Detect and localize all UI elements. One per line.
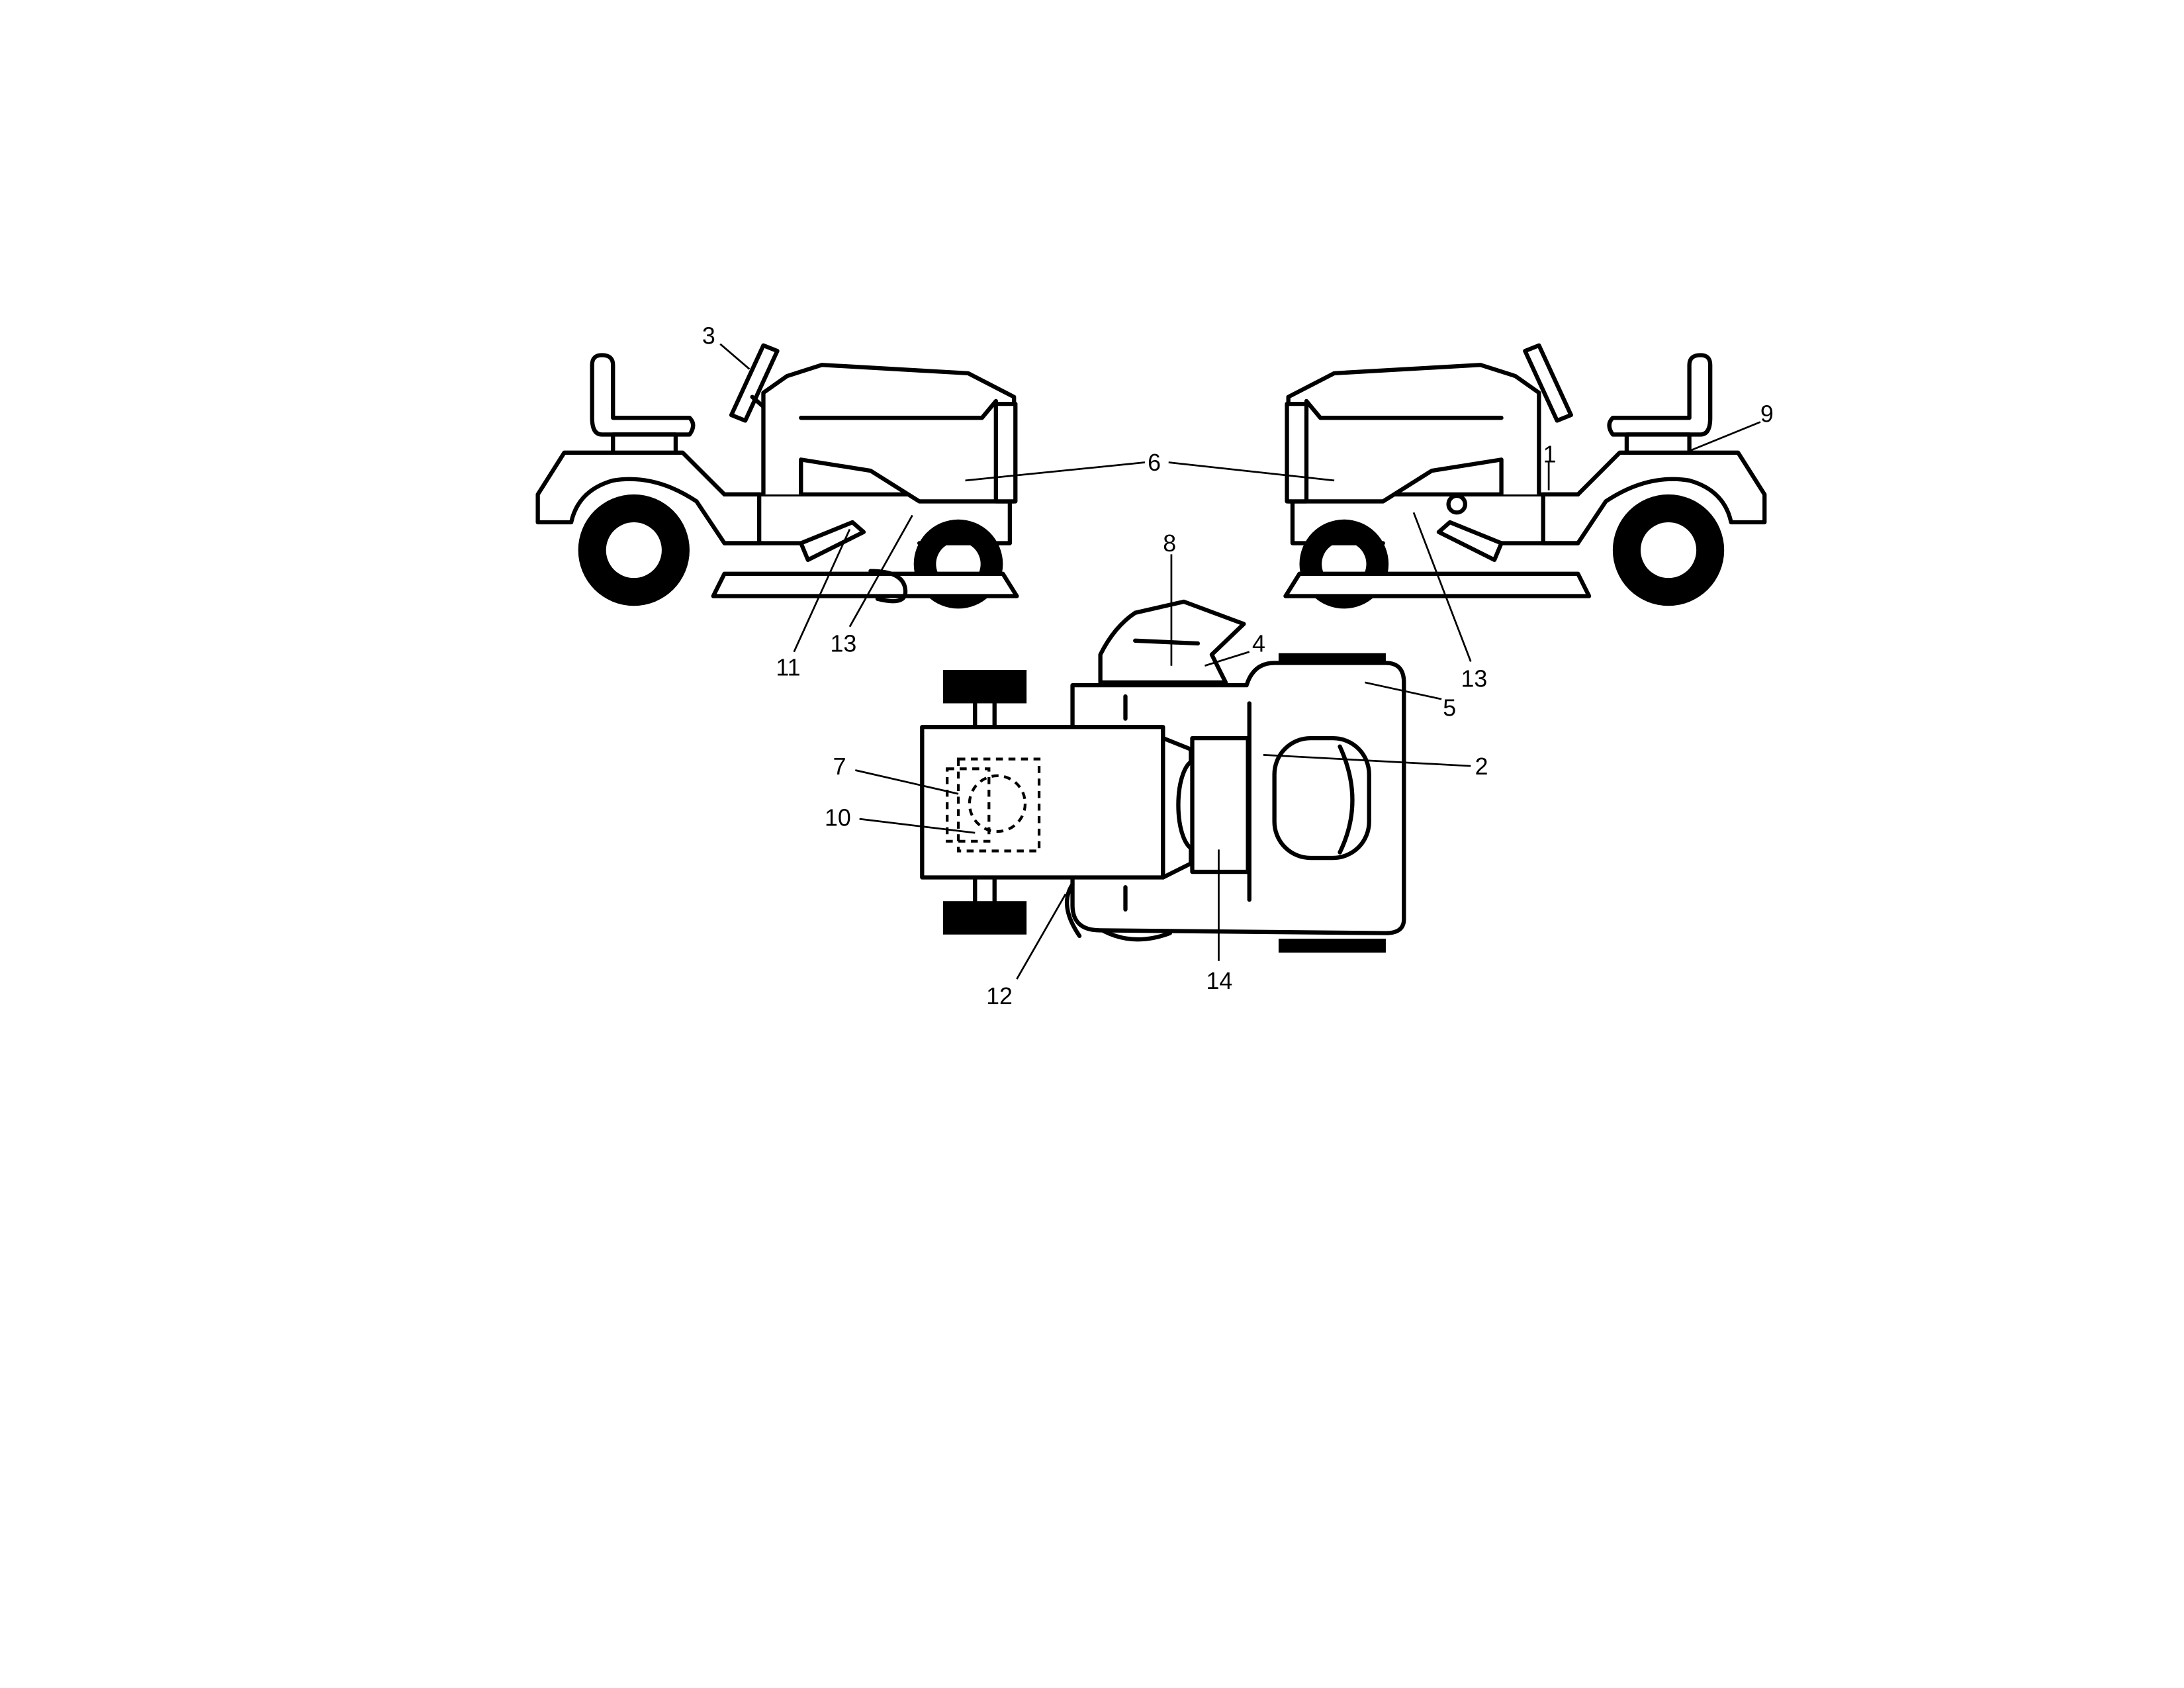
callout-1: 1 xyxy=(1543,442,1557,468)
brake-pedal xyxy=(799,520,866,562)
callout-5: 5 xyxy=(1443,694,1456,721)
callout-4: 4 xyxy=(1252,631,1265,657)
callout-13-right: 13 xyxy=(1461,665,1488,692)
tractor-top-view xyxy=(920,599,1406,953)
callout-11: 11 xyxy=(776,654,800,680)
callout-7: 7 xyxy=(833,753,846,780)
callout-14: 14 xyxy=(1206,968,1233,994)
leader-lines xyxy=(719,343,1761,980)
tractor-right-side-view xyxy=(1283,343,1767,609)
seat-top xyxy=(1272,735,1371,861)
mower-deck xyxy=(711,571,1019,598)
seat xyxy=(590,353,696,437)
tractor-left-side-view xyxy=(535,343,1019,609)
callout-12: 12 xyxy=(986,983,1013,1009)
front-tire-bottom xyxy=(942,901,1027,935)
callout-13-left: 13 xyxy=(830,631,856,657)
callout-labels: 3 6 9 1 8 4 5 2 7 10 11 13 13 12 14 xyxy=(702,323,1774,1009)
front-tire-top xyxy=(942,670,1027,704)
callout-9: 9 xyxy=(1760,401,1774,428)
callout-3: 3 xyxy=(702,323,715,350)
callout-8: 8 xyxy=(1163,530,1176,557)
callout-6: 6 xyxy=(1148,449,1161,476)
rear-tire-bottom xyxy=(1278,939,1386,953)
chassis xyxy=(722,492,1013,545)
rear-fender xyxy=(535,450,762,545)
hood xyxy=(761,363,1017,504)
callout-10: 10 xyxy=(825,805,851,831)
hood-top xyxy=(920,725,1165,880)
callout-2: 2 xyxy=(1475,753,1488,780)
steering-wheel xyxy=(729,343,780,423)
